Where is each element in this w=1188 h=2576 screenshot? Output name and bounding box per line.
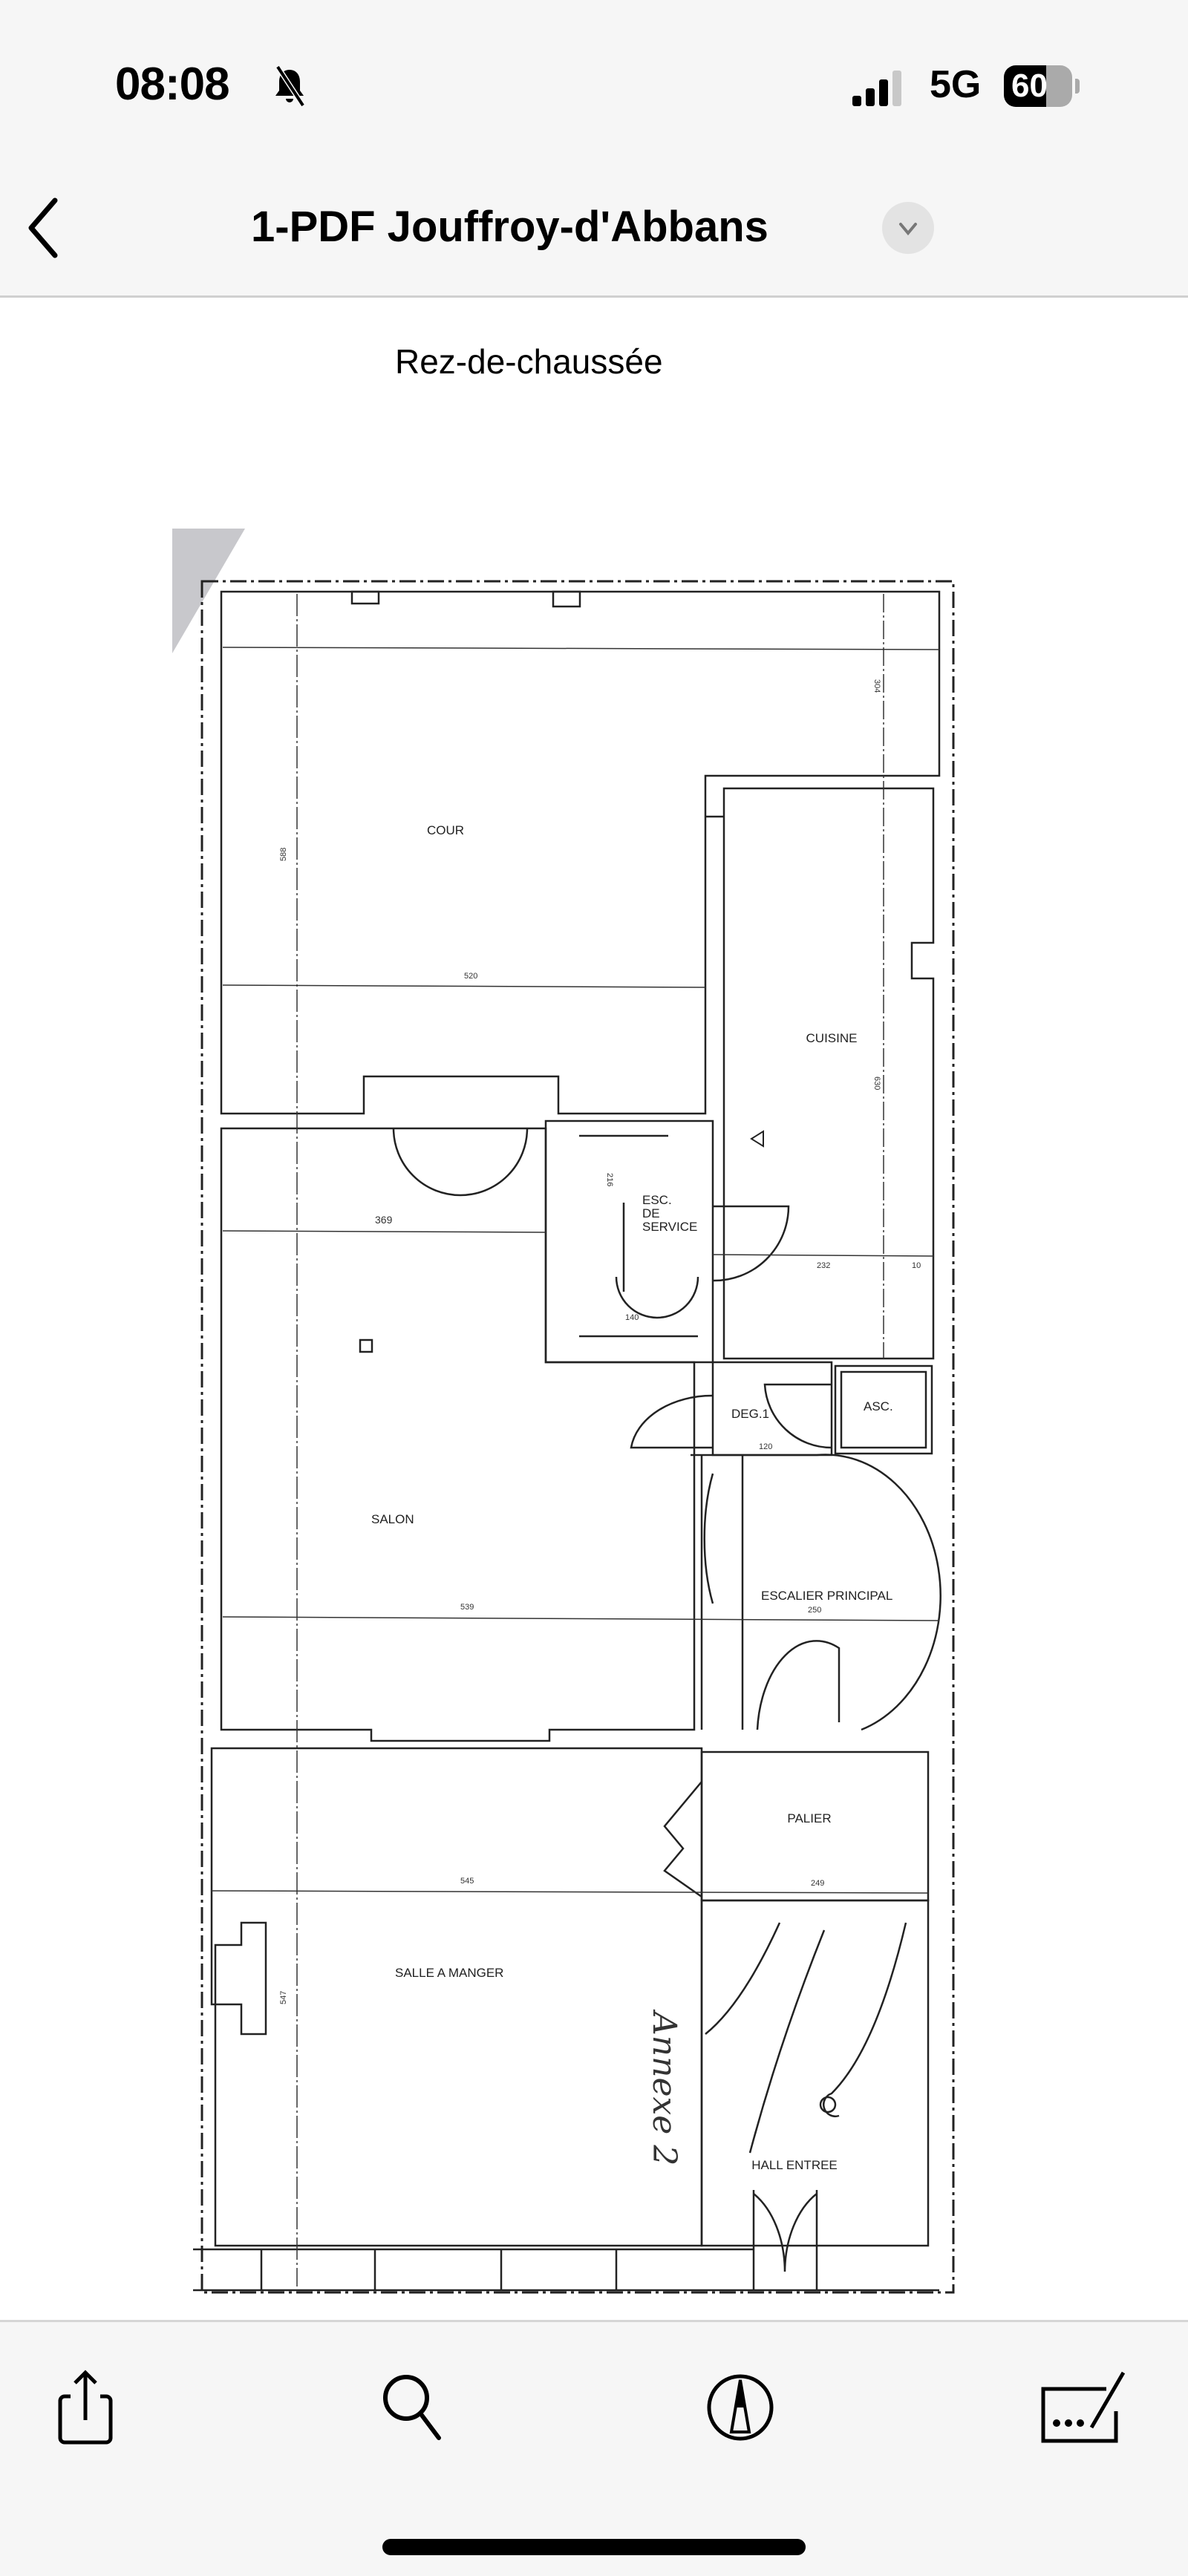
home-indicator[interactable] <box>382 2539 806 2555</box>
dim-line <box>211 1890 929 1894</box>
dim-label: 250 <box>808 1606 821 1615</box>
dim-label: 520 <box>464 972 477 981</box>
dim-label: 249 <box>811 1879 824 1888</box>
dim-label: 140 <box>625 1313 639 1322</box>
search-icon[interactable] <box>375 2367 449 2448</box>
signal-icon <box>852 71 901 106</box>
room-label-esc-1: ESC. <box>642 1193 672 1207</box>
room-label-palier: PALIER <box>787 1811 831 1825</box>
room-label-cour: COUR <box>427 823 464 837</box>
battery-indicator: 60 <box>1004 65 1072 107</box>
door-palier <box>663 1781 702 1898</box>
dim-line <box>712 1254 934 1257</box>
dim-label: 369 <box>375 1214 393 1226</box>
dim-line <box>222 1616 940 1621</box>
room-label-salon: SALON <box>371 1512 414 1526</box>
door-salon <box>392 1128 529 1197</box>
dim-label: 547 <box>279 1991 288 2004</box>
dim-label: 216 <box>605 1173 614 1186</box>
room-label-salle-manger: SALLE A MANGER <box>395 1966 503 1980</box>
room-label-hall: HALL ENTREE <box>751 2158 838 2172</box>
dim-label: 120 <box>759 1442 772 1451</box>
title-menu-chevron-icon[interactable] <box>882 202 934 254</box>
wall-palier <box>700 1750 930 1902</box>
cour-notch <box>552 590 581 608</box>
wall-esc-service <box>544 1119 714 1364</box>
wall-cuisine <box>722 787 935 1360</box>
door-hall <box>752 2190 818 2290</box>
orientation-marker <box>750 1130 764 1148</box>
dim-line <box>222 984 706 988</box>
dim-label: 232 <box>817 1261 830 1270</box>
wall-cour <box>220 590 941 1115</box>
dim-label: 10 <box>912 1261 921 1270</box>
door-esc <box>712 1205 790 1282</box>
cour-notch <box>350 590 380 605</box>
wall-asc <box>834 1364 933 1455</box>
room-label-esc-3: SERVICE <box>642 1220 697 1234</box>
battery-tip <box>1075 79 1080 94</box>
dim-line <box>222 1230 546 1233</box>
wall-salon <box>220 1127 696 1742</box>
room-label-cuisine: CUISINE <box>806 1031 858 1045</box>
front-strip <box>193 2248 939 2292</box>
status-time: 08:08 <box>115 59 230 110</box>
room-label-esc-2: DE <box>642 1206 660 1220</box>
room-label-escalier: ESCALIER PRINCIPAL <box>761 1589 892 1603</box>
network-type: 5G <box>930 63 982 106</box>
signature-icon[interactable] <box>1036 2367 1129 2448</box>
wall-escalier <box>691 1454 941 1731</box>
bottom-toolbar <box>0 2320 1188 2576</box>
share-icon[interactable] <box>48 2367 123 2448</box>
markup-pen-icon[interactable] <box>703 2367 777 2448</box>
document-title[interactable]: 1-PDF Jouffroy-d'Abbans <box>251 203 768 251</box>
room-label-deg: DEG.1 <box>731 1407 769 1421</box>
back-chevron-icon[interactable] <box>24 194 68 261</box>
dim-label: 630 <box>872 1076 881 1090</box>
stair-esc <box>579 1134 698 1338</box>
dim-line <box>222 647 940 650</box>
dim-label: 588 <box>279 848 288 861</box>
wall-hall <box>700 1899 930 2247</box>
top-bar: 08:08 5G 60 1-PDF Jouffroy-d'Abbans <box>0 0 1188 298</box>
dim-label: 539 <box>460 1603 474 1612</box>
wall-deg <box>711 1361 833 1457</box>
room-label-asc: ASC. <box>864 1399 893 1413</box>
page-heading: Rez-de-chaussée <box>395 342 663 381</box>
dim-label: 304 <box>872 679 881 693</box>
handwritten-annotation: Annexe 2 <box>645 2009 683 2165</box>
bell-muted-icon <box>275 65 305 107</box>
property-boundary <box>200 580 955 2294</box>
dim-label: 545 <box>460 1877 474 1886</box>
scan-shadow <box>172 529 245 653</box>
